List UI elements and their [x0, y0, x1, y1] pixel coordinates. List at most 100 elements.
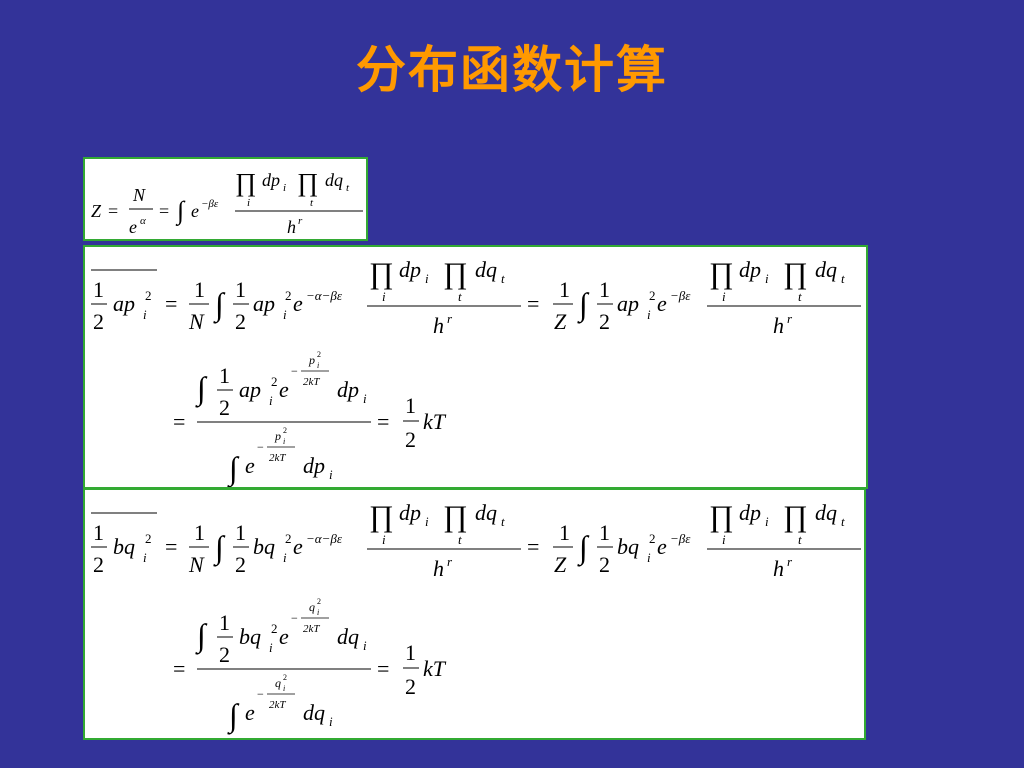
equals-sign: =: [165, 291, 177, 316]
integral-sign: ∫: [213, 286, 226, 324]
r-exponent: r: [447, 311, 453, 326]
product-sign: ∏: [783, 257, 808, 290]
superscript-2: 2: [649, 288, 656, 303]
bq-symbol: bq: [113, 534, 135, 559]
subscript-i: i: [363, 638, 367, 653]
integral-sign: ∫: [195, 617, 208, 655]
momentum-energy-equation: 1 2 ap 2 i = 1 N ∫ 1 2 ap 2 i e −α−βε ∏ …: [91, 257, 861, 487]
two-kt: 2kT: [303, 376, 320, 388]
product-index-i: i: [722, 532, 726, 547]
p-symbol: p: [274, 429, 281, 443]
numerator-one: 1: [194, 277, 205, 302]
equals-sign: =: [173, 656, 185, 681]
product-index-t: t: [458, 532, 462, 547]
product-index-i: i: [247, 197, 250, 209]
integral-sign: ∫: [227, 450, 240, 487]
superscript-2: 2: [145, 531, 152, 546]
denominator-two: 2: [405, 427, 416, 452]
equals-sign: =: [527, 291, 539, 316]
ap-symbol: ap: [253, 291, 275, 316]
two-kt: 2kT: [269, 699, 286, 711]
subscript-i: i: [317, 608, 319, 617]
denominator-two: 2: [235, 552, 246, 577]
alpha-exponent: α: [140, 215, 146, 227]
dq-symbol: dq: [337, 624, 359, 649]
dp-symbol: dp: [739, 257, 761, 282]
product-sign: ∏: [443, 257, 468, 290]
minus-sign: −: [257, 440, 264, 454]
integral-sign: ∫: [577, 529, 590, 567]
h-symbol: h: [433, 556, 444, 581]
subscript-i: i: [143, 550, 147, 565]
denominator-two: 2: [405, 674, 416, 699]
numerator-one: 1: [559, 277, 570, 302]
e-symbol: e: [657, 291, 667, 316]
minus-sign: −: [291, 611, 298, 625]
e-symbol: e: [293, 291, 303, 316]
e-symbol: e: [279, 377, 289, 402]
numerator-one: 1: [93, 520, 104, 545]
integral-sign: ∫: [175, 196, 186, 226]
product-sign: ∏: [443, 500, 468, 533]
beta-epsilon-exponent: −βε: [670, 288, 691, 303]
numerator-one: 1: [405, 393, 416, 418]
denominator-two: 2: [93, 309, 104, 334]
n-symbol: N: [132, 185, 146, 205]
h-symbol: h: [287, 217, 296, 237]
product-index-i: i: [722, 289, 726, 304]
subscript-i: i: [363, 391, 367, 406]
minus-sign: −: [257, 687, 264, 701]
numerator-one: 1: [599, 520, 610, 545]
product-sign: ∏: [783, 500, 808, 533]
superscript-2: 2: [271, 621, 278, 636]
denominator-two: 2: [599, 309, 610, 334]
denominator-two: 2: [235, 309, 246, 334]
superscript-2: 2: [285, 288, 292, 303]
equals-sign: =: [527, 534, 539, 559]
superscript-2: 2: [283, 673, 287, 682]
integral-sign: ∫: [195, 370, 208, 408]
dq-symbol: dq: [475, 257, 497, 282]
product-sign: ∏: [297, 168, 318, 197]
dq-symbol: dq: [815, 500, 837, 525]
subscript-i: i: [143, 307, 147, 322]
numerator-one: 1: [194, 520, 205, 545]
subscript-t: t: [841, 514, 845, 529]
bq-symbol: bq: [617, 534, 639, 559]
superscript-2: 2: [317, 350, 321, 359]
product-index-t: t: [798, 532, 802, 547]
numerator-one: 1: [93, 277, 104, 302]
subscript-t: t: [501, 514, 505, 529]
denominator-two: 2: [219, 395, 230, 420]
partition-function-equation: Z = N e α = ∫ e −βε ∏ dp i ∏ dq t i t h …: [91, 168, 363, 237]
p-symbol: p: [308, 353, 315, 367]
ap-symbol: ap: [113, 291, 135, 316]
subscript-i: i: [283, 307, 287, 322]
equals-sign: =: [159, 201, 169, 221]
product-index-i: i: [382, 532, 386, 547]
subscript-i: i: [647, 550, 651, 565]
product-index-t: t: [458, 289, 462, 304]
alpha-beta-epsilon-exponent: −α−βε: [306, 531, 343, 546]
h-symbol: h: [433, 313, 444, 338]
subscript-i: i: [283, 182, 286, 194]
equals-sign: =: [173, 409, 185, 434]
product-sign: ∏: [369, 257, 394, 290]
coordinate-energy-box: 1 2 bq 2 i = 1 N ∫ 1 2 bq 2 i e −α−βε ∏ …: [83, 488, 866, 740]
n-symbol: N: [188, 309, 205, 334]
subscript-t: t: [501, 271, 505, 286]
product-index-i: i: [382, 289, 386, 304]
e-symbol: e: [293, 534, 303, 559]
dp-symbol: dp: [262, 170, 280, 190]
superscript-2: 2: [145, 288, 152, 303]
n-symbol: N: [188, 552, 205, 577]
subscript-i: i: [329, 714, 333, 729]
dp-symbol: dp: [399, 257, 421, 282]
integral-sign: ∫: [227, 697, 240, 735]
subscript-t: t: [346, 182, 350, 194]
r-exponent: r: [298, 215, 303, 227]
e-symbol: e: [191, 201, 199, 221]
superscript-2: 2: [285, 531, 292, 546]
equals-sign: =: [165, 534, 177, 559]
ap-symbol: ap: [239, 377, 261, 402]
